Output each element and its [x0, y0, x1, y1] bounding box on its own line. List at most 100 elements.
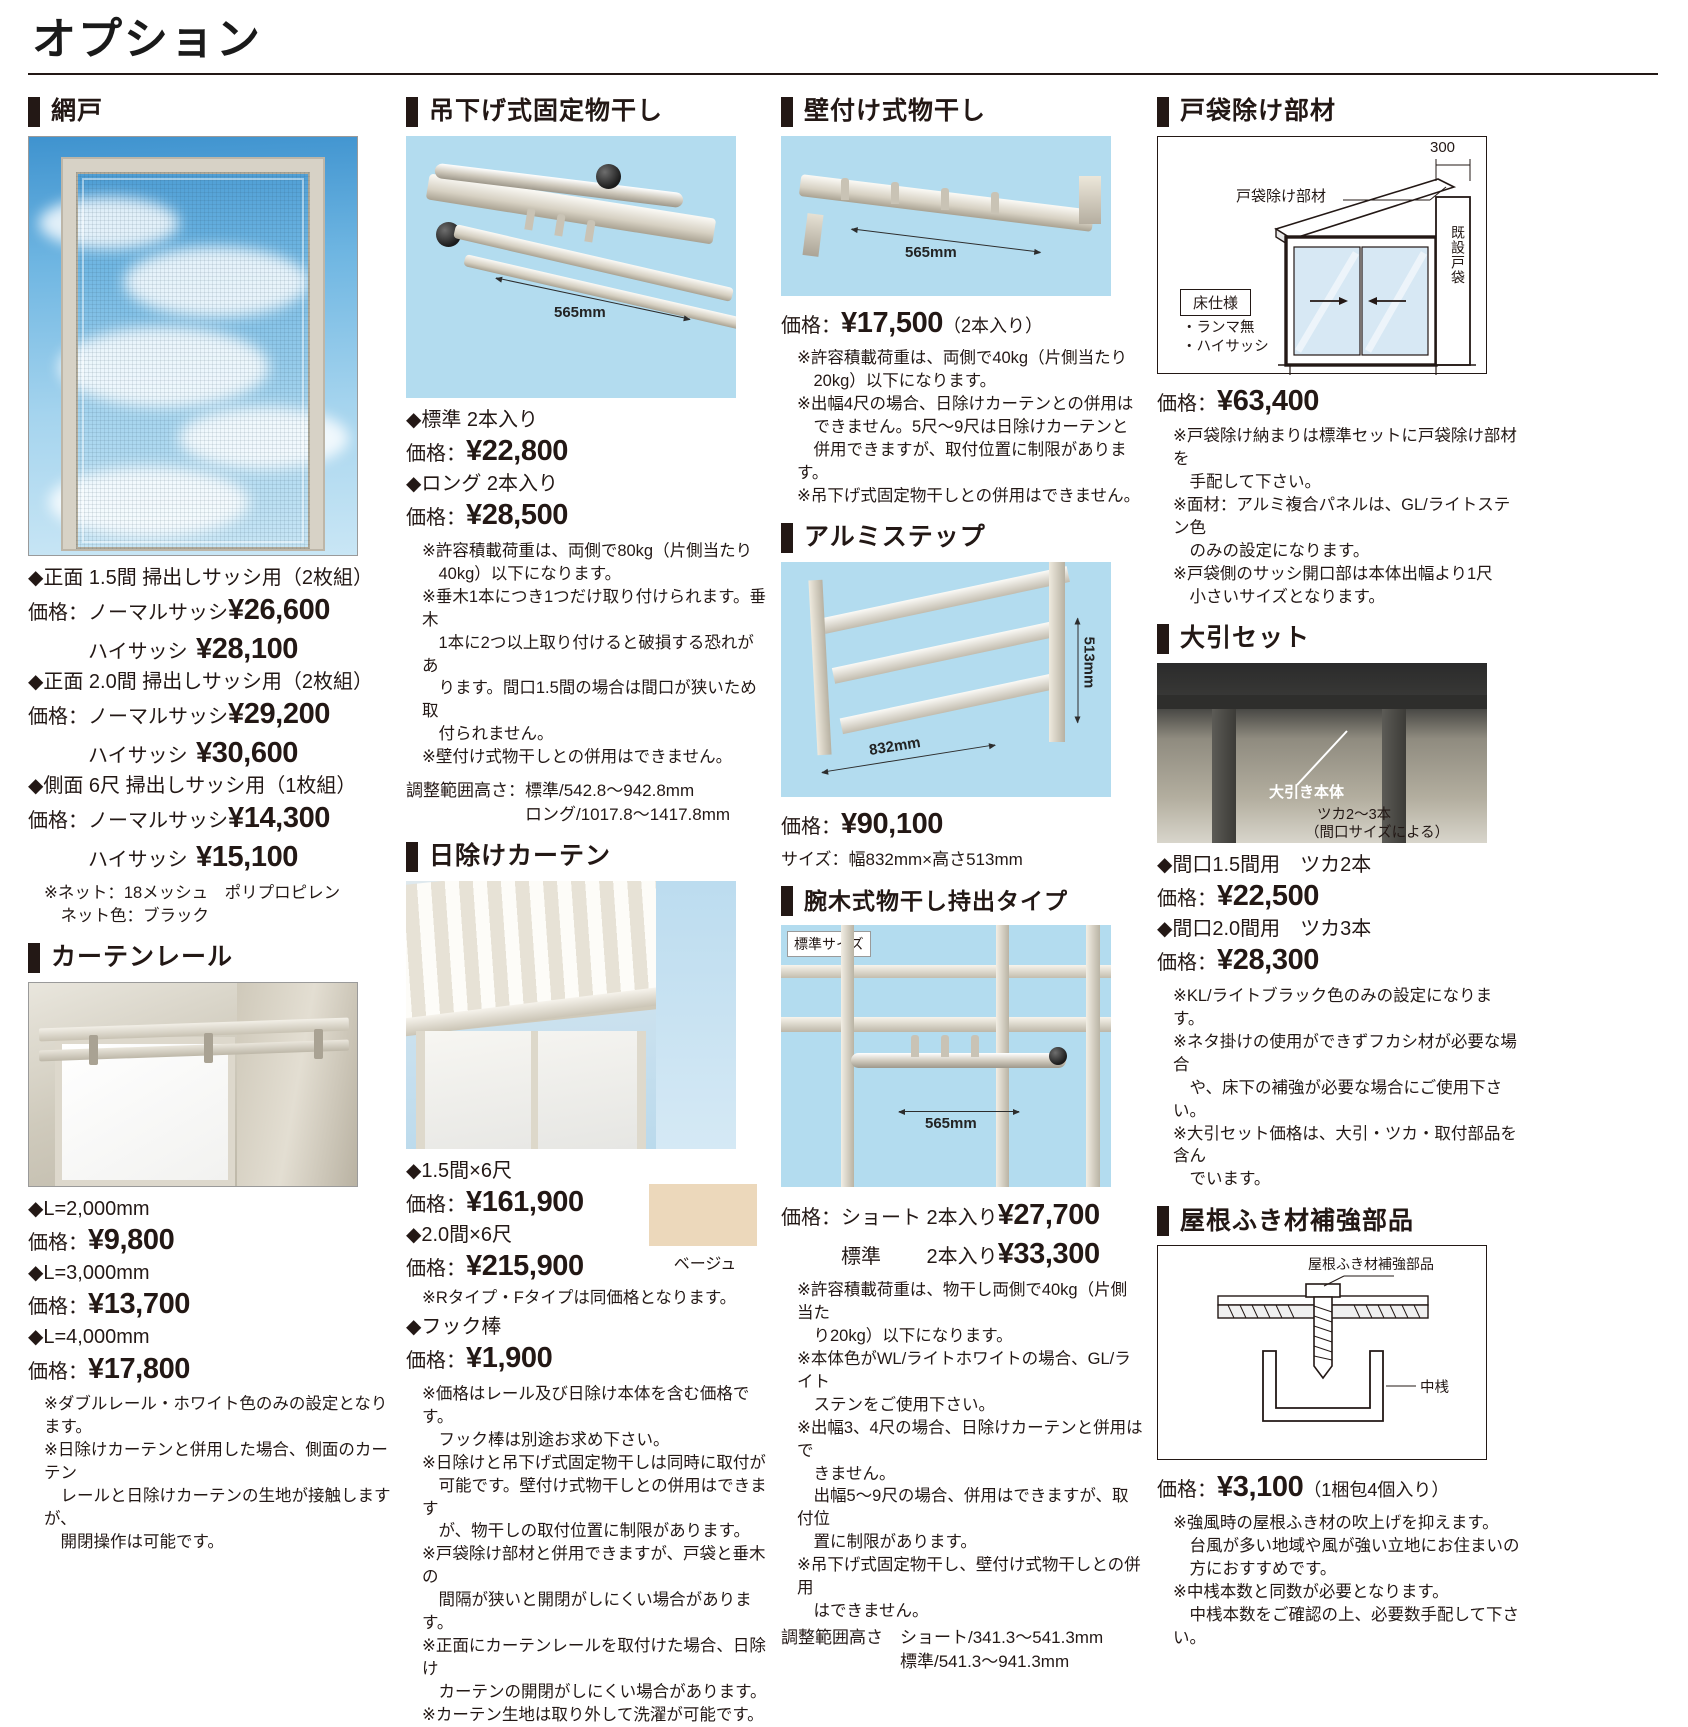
yane-label-mid: 中桟: [1420, 1380, 1449, 1397]
note-line: ネット色：ブラック: [44, 907, 210, 926]
item-price: 価格： ¥28,300: [1157, 942, 1521, 980]
price-value: ¥9,800: [88, 1224, 175, 1257]
photo-label-tsuka: ツカ2〜3本: [1317, 806, 1392, 823]
note-line: のみの設定になります。: [1173, 542, 1370, 561]
price-label: 価格：ノーマルサッシ: [28, 706, 228, 729]
rail-price: 価格： ¥17,800: [28, 1351, 392, 1389]
note-line: ります。間口1.5間の場合は間口が狭いため取: [422, 679, 757, 721]
price-value: ¥1,900: [466, 1342, 553, 1375]
ohiki-set-photo: 大引き本体 ツカ2〜3本 （間口サイズによる）: [1157, 662, 1487, 843]
amido-notes: ※ネット：18メッシュ ポリプロピレン ネット色：ブラック: [28, 882, 392, 928]
udeki-price-row: 価格：ショート 2本入り ¥27,700: [781, 1196, 1143, 1235]
wall-dryer-photo: 565mm: [781, 135, 1111, 296]
amido-specs: ◆正面 1.5間 掃出しサッシ用（2枚組） 価格：ノーマルサッシ ¥26,600…: [28, 565, 392, 928]
section-yane-reinforce: 屋根ふき材補強部品: [1157, 1206, 1521, 1649]
section-title: 壁付け式物干し: [804, 97, 987, 126]
tobukuro-diagram: 300 戸袋除け部材 既設戸袋 床仕様 ・ランマ無 ・ハイサッシ: [1157, 135, 1487, 375]
heading-bar-icon: [1157, 96, 1169, 127]
price-label: 価格：: [406, 1258, 466, 1281]
note-line: ※日除けカーテンと併用した場合、側面のカーテン: [44, 1441, 388, 1482]
dim-width-label: 832mm: [867, 733, 922, 759]
amido-price-row: 価格：ノーマルサッシ ¥26,600: [28, 591, 392, 630]
alumi-step-price: 価格： ¥90,100: [781, 806, 1143, 844]
section-amido: 網戸 ◆正面 1.5間 掃出しサッシ用（2枚組） 価格：ノーマルサッシ: [28, 96, 392, 928]
price-value: ¥215,900: [466, 1250, 584, 1283]
section-title: 日除けカーテン: [429, 842, 612, 871]
note-line: ※壁付け式物干しとの併用はできません。: [422, 748, 733, 767]
price-label: ハイサッシ: [28, 849, 188, 872]
section-header: 大引セット: [1157, 623, 1521, 654]
note-line: でいます。: [1173, 1170, 1271, 1189]
note-line: 開閉操作は可能です。: [44, 1532, 224, 1551]
price-value: ¥22,500: [1217, 880, 1320, 913]
section-title: カーテンレール: [51, 943, 234, 972]
amido-frame-illustration: [63, 158, 323, 549]
price-suffix: （2本入り）: [943, 315, 1044, 336]
note-line: り20kg）以下になります。: [797, 1326, 1013, 1345]
note-line: ※強風時の屋根ふき材の吹上げを抑えます。: [1173, 1514, 1499, 1532]
section-udeki-dryer: 腕木式物干し持出タイプ 標準サイズ 565mm: [781, 886, 1143, 1673]
udeki-dryer-photo: 標準サイズ 565mm: [781, 925, 1111, 1188]
photo-label-main: 大引き本体: [1269, 783, 1345, 801]
price-label: 価格：: [406, 443, 466, 466]
hook-price: 価格： ¥1,900: [406, 1340, 767, 1378]
price-label: 価格：: [406, 1350, 466, 1373]
note-line: や、床下の補強が必要な場合にご使用下さい。: [1173, 1078, 1503, 1120]
price-label: 価格：: [406, 1194, 466, 1217]
heading-bar-icon: [781, 522, 793, 553]
item-head: ◆間口1.5間用 ツカ2本: [1157, 853, 1372, 876]
item-price: 価格： ¥28,500: [406, 497, 767, 535]
section-header: アルミステップ: [781, 522, 1143, 553]
alumi-step-photo: 832mm 513mm: [781, 561, 1111, 797]
yane-reinforce-specs: 価格： ¥3,100 （1梱包4個入り） ※強風時の屋根ふき材の吹上げを抑えます…: [1157, 1469, 1521, 1649]
size-line: ロング/1017.8〜1417.8mm: [406, 804, 731, 824]
section-tobukuro: 戸袋除け部材: [1157, 96, 1521, 609]
hanging-dryer-specs: ◆標準 2本入り 価格： ¥22,800 ◆ロング 2本入り 価格： ¥28,5…: [406, 407, 767, 827]
note-line: ※カーテン生地は取り外して洗濯が可能です。: [422, 1705, 764, 1724]
price-value: ¥14,300: [228, 802, 331, 835]
note-line: ※中桟本数と同数が必要となります。: [1173, 1582, 1449, 1601]
note-line: 方におすすめです。: [1173, 1559, 1337, 1578]
hook-head: ◆フック棒: [406, 1315, 502, 1338]
hiyoke-curtain-photo: [406, 880, 736, 1149]
note-line: ※許容積載荷重は、物干し両側で40kg（片側当た: [797, 1281, 1128, 1323]
note-line: ※ネタ掛けの使用ができずフカシ材が必要な場合: [1173, 1032, 1517, 1074]
udeki-dryer-sizes: 調整範囲高さ ショート/341.3〜541.3mm 標準/541.3〜941.3…: [781, 1626, 1143, 1674]
amido-price-row: ハイサッシ ¥28,100: [28, 630, 392, 669]
note-line: ※Rタイプ・Fタイプは同価格となります。: [422, 1288, 737, 1307]
diagram-label-part: 戸袋除け部材: [1236, 187, 1327, 205]
tobukuro-specs: 価格： ¥63,400 ※戸袋除け納まりは標準セットに戸袋除け部材を 手配して下…: [1157, 383, 1521, 609]
note-line: きません。: [797, 1464, 896, 1483]
note-line: 台風が多い地域や風が強い立地にお住まいの: [1173, 1536, 1520, 1555]
price-label: 価格：: [1157, 1479, 1217, 1502]
heading-bar-icon: [406, 841, 418, 872]
alumi-step-specs: 価格： ¥90,100 サイズ：幅832mm×高さ513mm: [781, 806, 1143, 871]
note-line: 1本に2つ以上取り付けると破損する恐れがあ: [422, 633, 754, 675]
section-header: カーテンレール: [28, 942, 392, 973]
hiyoke-mid-note: ※Rタイプ・Fタイプは同価格となります。: [406, 1287, 767, 1310]
note-line: ※吊下げ式固定物干し、壁付け式物干しとの併用: [797, 1556, 1141, 1598]
price-label: 価格：: [781, 815, 841, 838]
price-label: 価格：: [1157, 888, 1217, 911]
note-line: ※吊下げ式固定物干しとの併用はできません。: [797, 487, 1141, 506]
rail-item-head: ◆L=2,000mm: [28, 1197, 150, 1220]
note-line: 併用できますが、取付位置に制限があります。: [797, 441, 1127, 483]
price-value: ¥22,800: [466, 435, 569, 468]
section-header: 戸袋除け部材: [1157, 96, 1521, 127]
box-line: ・ハイサッシ: [1182, 339, 1269, 356]
section-header: 日除けカーテン: [406, 841, 767, 872]
note-line: 付られません。: [422, 725, 554, 744]
section-title: アルミステップ: [804, 523, 986, 552]
note-line: できません。5尺〜9尺は日除けカーテンと: [797, 418, 1129, 437]
section-title: 吊下げ式固定物干し: [429, 97, 664, 126]
note-line: 中桟本数をご確認の上、必要数手配して下さい。: [1173, 1605, 1520, 1647]
note-line: 40kg）以下になります。: [422, 564, 622, 583]
dimension-label: 565mm: [905, 243, 957, 261]
page-title-block: オプション: [28, 14, 1660, 75]
heading-bar-icon: [781, 96, 793, 127]
item-price: 価格： ¥215,900: [406, 1248, 767, 1286]
price-label: 価格：ショート 2本入り: [781, 1207, 998, 1230]
alumi-step-size: サイズ：幅832mm×高さ513mm: [781, 849, 1023, 869]
section-title: 戸袋除け部材: [1180, 97, 1337, 126]
photo-tag: 標準サイズ: [787, 931, 871, 958]
